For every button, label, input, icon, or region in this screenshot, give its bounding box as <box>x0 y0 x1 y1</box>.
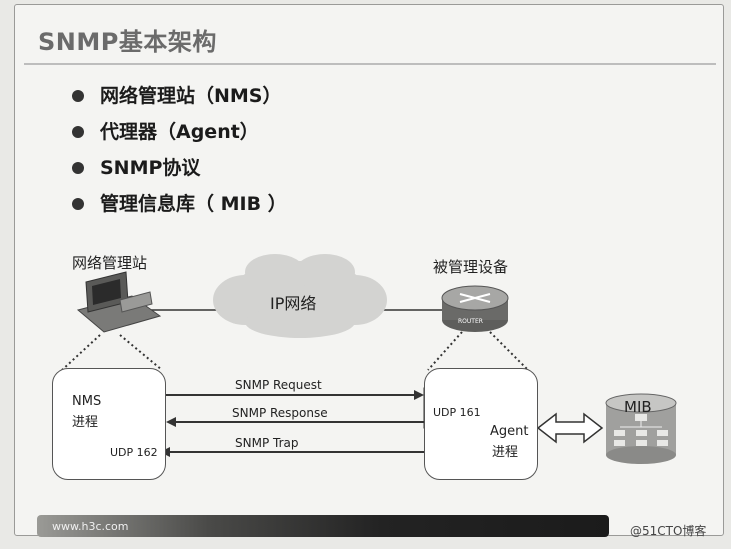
footer-url: www.h3c.com <box>52 520 129 533</box>
udp-161-label: UDP 161 <box>433 406 481 419</box>
bullet-list: 网络管理站（NMS） 代理器（Agent） SNMP协议 管理信息库（ MIB … <box>70 80 287 224</box>
udp-162-label: UDP 162 <box>110 446 158 459</box>
nms-process-label-line2: 进程 <box>72 415 99 430</box>
dotted-leader <box>489 331 529 371</box>
bullet-dot-icon <box>72 162 84 174</box>
bullet-item: 管理信息库（ MIB ） <box>70 188 287 224</box>
title-divider <box>24 63 716 65</box>
footer-bar <box>37 515 609 537</box>
agent-process-label: Agent <box>490 424 529 439</box>
watermark: @51CTO博客 <box>630 524 707 538</box>
dotted-leader <box>119 334 163 371</box>
bullet-dot-icon <box>72 198 84 210</box>
agent-process-label-line2: 进程 <box>492 445 519 460</box>
computer-icon <box>76 271 162 333</box>
bullet-dot-icon <box>72 126 84 138</box>
nms-process-box <box>52 368 166 480</box>
bullet-item: 代理器（Agent） <box>70 116 287 152</box>
agent-process-box <box>424 368 538 480</box>
managed-device-label: 被管理设备 <box>433 258 509 276</box>
dotted-leader <box>61 334 101 371</box>
cloud-label: IP网络 <box>270 294 317 313</box>
bullet-item: 网络管理站（NMS） <box>70 80 287 116</box>
dotted-leader <box>427 331 463 371</box>
mib-label: MIB <box>624 398 652 416</box>
router-label: ROUTER <box>458 318 483 325</box>
snmp-request-label: SNMP Request <box>235 378 322 392</box>
nms-process-label: NMS <box>72 394 102 409</box>
ip-network-cloud-icon <box>213 254 387 338</box>
slide-title: SNMP基本架构 <box>38 28 217 56</box>
nms-station-label: 网络管理站 <box>72 254 148 272</box>
snmp-trap-label: SNMP Trap <box>235 436 299 450</box>
router-icon <box>441 285 509 332</box>
bullet-dot-icon <box>72 90 84 102</box>
snmp-response-label: SNMP Response <box>232 406 328 420</box>
bullet-item: SNMP协议 <box>70 152 287 188</box>
mib-database-icon <box>605 393 677 464</box>
double-arrow-icon <box>536 412 604 444</box>
